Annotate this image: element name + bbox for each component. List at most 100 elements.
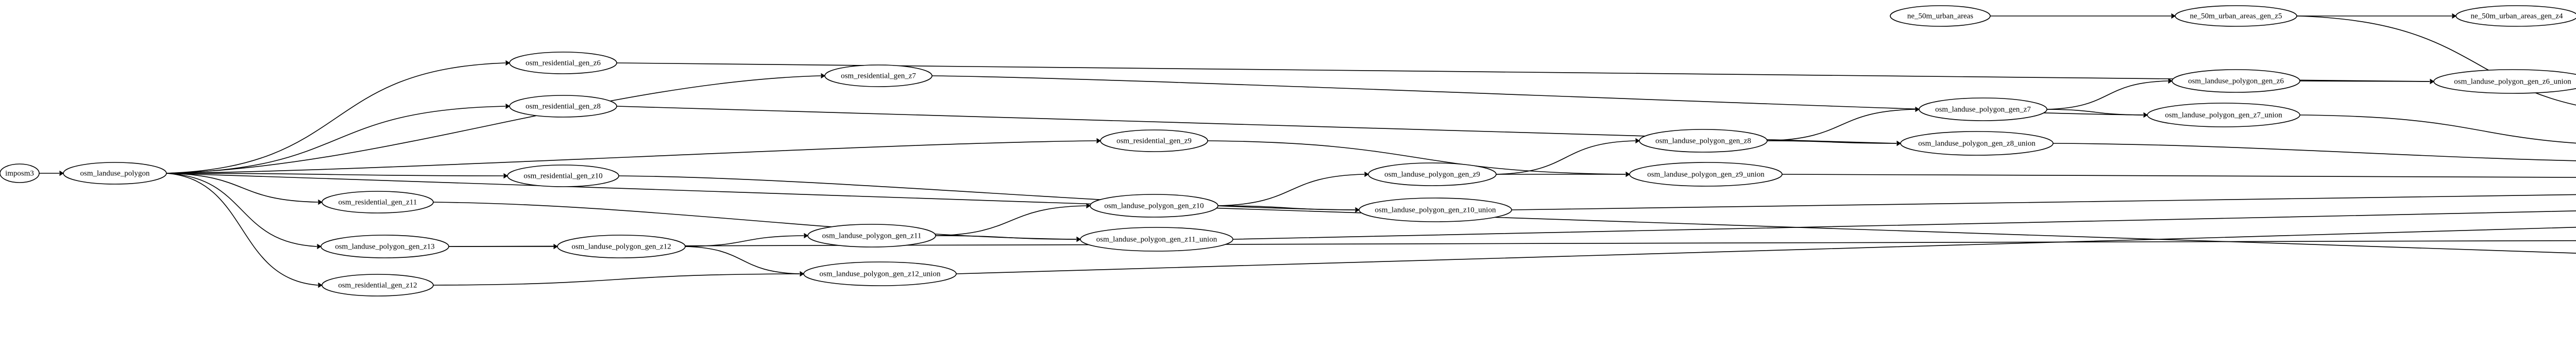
edge-osm_landuse_polygon-to-osm_residential_gen_z8: [166, 106, 506, 174]
edge-osm_landuse_polygon_gen_z10-to-osm_landuse_polygon_gen_z9: [1217, 174, 1365, 206]
edge-osm_landuse_polygon_gen_z10_union-to-layer_landuse.z10: [1511, 193, 2576, 210]
node-ellipse-osm_residential_gen_z10[interactable]: [507, 164, 619, 187]
node-osm_landuse_polygon_gen_z11_union[interactable]: osm_landuse_polygon_gen_z11_union: [1080, 227, 1233, 252]
node-label-osm_residential_gen_z9: osm_residential_gen_z9: [1116, 137, 1192, 145]
node-ne_50m_urban_areas_gen_z5[interactable]: ne_50m_urban_areas_gen_z5: [2175, 5, 2297, 27]
edge-osm_landuse_polygon_gen_z8-to-osm_landuse_polygon_gen_z8_union: [1767, 140, 1897, 144]
node-ellipse-osm_landuse_polygon_gen_z10[interactable]: [1090, 194, 1218, 218]
node-ellipse-osm_landuse_polygon_gen_z8_union[interactable]: [1900, 131, 2054, 156]
node-ellipse-ne_50m_urban_areas_gen_z5[interactable]: [2175, 5, 2297, 27]
edge-arrowhead: [1086, 203, 1091, 209]
node-osm_landuse_polygon_gen_z12_union[interactable]: osm_landuse_polygon_gen_z12_union: [803, 261, 957, 286]
node-ellipse-osm_residential_gen_z11[interactable]: [321, 191, 434, 213]
node-ellipse-osm_landuse_polygon_gen_z8[interactable]: [1639, 129, 1768, 153]
node-label-osm_landuse_polygon_gen_z11_union: osm_landuse_polygon_gen_z11_union: [1096, 235, 1217, 243]
node-ellipse-osm_residential_gen_z12[interactable]: [321, 274, 434, 297]
node-osm_landuse_polygon_gen_z7_union[interactable]: osm_landuse_polygon_gen_z7_union: [2147, 103, 2300, 127]
nodes-layer: imposm3 osm_landuse_polygon osm_residentia…: [0, 5, 2576, 297]
node-ellipse-osm_landuse_polygon_gen_z9[interactable]: [1368, 162, 1497, 186]
node-label-osm_residential_gen_z8: osm_residential_gen_z8: [526, 102, 601, 110]
node-label-imposm3: imposm3: [5, 169, 34, 177]
node-osm_landuse_polygon_gen_z6_union[interactable]: osm_landuse_polygon_gen_z6_union: [2433, 69, 2576, 94]
edge-arrowhead: [2430, 78, 2434, 85]
edge-arrowhead: [1896, 140, 1901, 146]
node-ellipse-osm_landuse_polygon_gen_z6[interactable]: [2172, 69, 2300, 93]
node-osm_landuse_polygon_gen_z12[interactable]: osm_landuse_polygon_gen_z12: [557, 235, 686, 258]
node-ellipse-osm_landuse_polygon_gen_z10_union[interactable]: [1359, 198, 1512, 222]
node-imposm3[interactable]: imposm3: [0, 163, 40, 183]
edge-arrowhead: [1096, 138, 1101, 144]
edge-osm_landuse_polygon_gen_z12-to-osm_landuse_polygon_gen_z12_union: [685, 246, 800, 274]
edge-arrowhead: [2452, 13, 2456, 19]
edge-arrowhead: [804, 233, 808, 239]
node-osm_residential_gen_z12[interactable]: osm_residential_gen_z12: [321, 274, 434, 297]
node-ellipse-osm_residential_gen_z9[interactable]: [1100, 129, 1208, 152]
node-osm_landuse_polygon_gen_z10[interactable]: osm_landuse_polygon_gen_z10: [1090, 194, 1218, 218]
edge-arrowhead: [505, 103, 510, 109]
edge-ne_50m_urban_areas_gen_z5-to-layer_landuse.z5: [2296, 15, 2576, 106]
node-ellipse-osm_residential_gen_z6[interactable]: [509, 52, 617, 74]
node-osm_residential_gen_z6[interactable]: osm_residential_gen_z6: [509, 52, 617, 74]
node-label-osm_landuse_polygon_gen_z7_union: osm_landuse_polygon_gen_z7_union: [2165, 111, 2282, 119]
node-ellipse-osm_residential_gen_z8[interactable]: [509, 95, 617, 118]
node-ne_50m_urban_areas[interactable]: ne_50m_urban_areas: [1890, 5, 1991, 27]
edge-arrowhead: [2168, 78, 2173, 84]
edge-osm_landuse_polygon-to-osm_residential_gen_z7: [166, 75, 821, 174]
node-osm_landuse_polygon_gen_z8[interactable]: osm_landuse_polygon_gen_z8: [1639, 129, 1768, 153]
node-osm_landuse_polygon_gen_z8_union[interactable]: osm_landuse_polygon_gen_z8_union: [1900, 131, 2054, 156]
edge-osm_residential_gen_z10-to-osm_landuse_polygon_gen_z10_union: [618, 175, 1355, 210]
edge-osm_landuse_polygon_gen_z11-to-osm_landuse_polygon_gen_z10: [935, 205, 1087, 236]
node-osm_landuse_polygon_gen_z13[interactable]: osm_landuse_polygon_gen_z13: [320, 235, 449, 258]
edge-osm_landuse_polygon_gen_z9-to-osm_landuse_polygon_gen_z8: [1496, 140, 1636, 175]
node-osm_landuse_polygon_gen_z9[interactable]: osm_landuse_polygon_gen_z9: [1368, 162, 1497, 186]
node-osm_residential_gen_z7[interactable]: osm_residential_gen_z7: [824, 64, 933, 87]
node-osm_landuse_polygon_gen_z11[interactable]: osm_landuse_polygon_gen_z11: [807, 224, 936, 248]
edge-arrowhead: [2171, 13, 2176, 19]
node-osm_residential_gen_z8[interactable]: osm_residential_gen_z8: [509, 95, 617, 118]
node-osm_landuse_polygon_gen_z10_union[interactable]: osm_landuse_polygon_gen_z10_union: [1359, 198, 1512, 222]
node-label-osm_residential_gen_z10: osm_residential_gen_z10: [523, 172, 602, 180]
edge-arrowhead: [821, 73, 825, 79]
edge-osm_landuse_polygon_gen_z8_union-to-layer_landuse.z8: [2053, 143, 2576, 161]
edge-osm_landuse_polygon_gen_z8-to-osm_landuse_polygon_gen_z7: [1767, 109, 1916, 141]
node-label-osm_landuse_polygon_gen_z9: osm_landuse_polygon_gen_z9: [1384, 170, 1480, 178]
node-ellipse-osm_landuse_polygon_gen_z7[interactable]: [1919, 97, 2047, 121]
node-ellipse-osm_landuse_polygon_gen_z12_union[interactable]: [803, 261, 957, 286]
node-ellipse-osm_landuse_polygon_gen_z12[interactable]: [557, 235, 686, 258]
edge-arrowhead: [503, 173, 508, 179]
node-ellipse-ne_50m_urban_areas_gen_z4[interactable]: [2455, 5, 2576, 27]
node-ellipse-osm_landuse_polygon[interactable]: [63, 162, 167, 185]
node-ellipse-imposm3[interactable]: [0, 163, 40, 183]
node-label-osm_residential_gen_z7: osm_residential_gen_z7: [841, 72, 916, 80]
node-osm_residential_gen_z9[interactable]: osm_residential_gen_z9: [1100, 129, 1208, 152]
node-ne_50m_urban_areas_gen_z4[interactable]: ne_50m_urban_areas_gen_z4: [2455, 5, 2576, 27]
node-label-osm_residential_gen_z11: osm_residential_gen_z11: [338, 198, 417, 206]
edge-arrowhead: [800, 271, 804, 277]
node-osm_landuse_polygon_gen_z7[interactable]: osm_landuse_polygon_gen_z7: [1919, 97, 2047, 121]
node-label-ne_50m_urban_areas: ne_50m_urban_areas: [1907, 12, 1973, 20]
node-label-osm_landuse_polygon_gen_z6: osm_landuse_polygon_gen_z6: [2188, 77, 2284, 85]
node-ellipse-osm_landuse_polygon_gen_z11[interactable]: [807, 224, 936, 248]
node-label-osm_landuse_polygon: osm_landuse_polygon: [80, 169, 150, 177]
node-osm_landuse_polygon[interactable]: osm_landuse_polygon: [63, 162, 167, 185]
node-label-ne_50m_urban_areas_gen_z4: ne_50m_urban_areas_gen_z4: [2470, 12, 2563, 20]
node-ellipse-osm_landuse_polygon_gen_z11_union[interactable]: [1080, 227, 1233, 252]
node-osm_landuse_polygon_gen_z9_union[interactable]: osm_landuse_polygon_gen_z9_union: [1629, 162, 1783, 187]
node-ellipse-osm_landuse_polygon_gen_z9_union[interactable]: [1629, 162, 1783, 187]
node-ellipse-ne_50m_urban_areas[interactable]: [1890, 5, 1991, 27]
edge-osm_landuse_polygon-to-osm_residential_gen_z9: [166, 140, 1097, 174]
node-osm_residential_gen_z10[interactable]: osm_residential_gen_z10: [507, 164, 619, 187]
edge-arrowhead: [1625, 171, 1630, 177]
node-label-osm_landuse_polygon_gen_z8_union: osm_landuse_polygon_gen_z8_union: [1918, 139, 2036, 147]
node-ellipse-osm_landuse_polygon_gen_z13[interactable]: [320, 235, 449, 258]
node-label-osm_landuse_polygon_gen_z9_union: osm_landuse_polygon_gen_z9_union: [1647, 170, 1765, 178]
node-osm_landuse_polygon_gen_z6[interactable]: osm_landuse_polygon_gen_z6: [2172, 69, 2300, 93]
node-ellipse-osm_landuse_polygon_gen_z7_union[interactable]: [2147, 103, 2300, 127]
node-label-osm_residential_gen_z6: osm_residential_gen_z6: [526, 59, 601, 67]
node-ellipse-osm_landuse_polygon_gen_z6_union[interactable]: [2433, 69, 2576, 94]
edge-osm_landuse_polygon-to-osm_residential_gen_z12: [166, 173, 318, 286]
edge-osm_landuse_polygon_gen_z7_union-to-layer_landuse.z7: [2299, 114, 2576, 144]
node-osm_residential_gen_z11[interactable]: osm_residential_gen_z11: [321, 191, 434, 213]
node-ellipse-osm_residential_gen_z7[interactable]: [824, 64, 933, 87]
